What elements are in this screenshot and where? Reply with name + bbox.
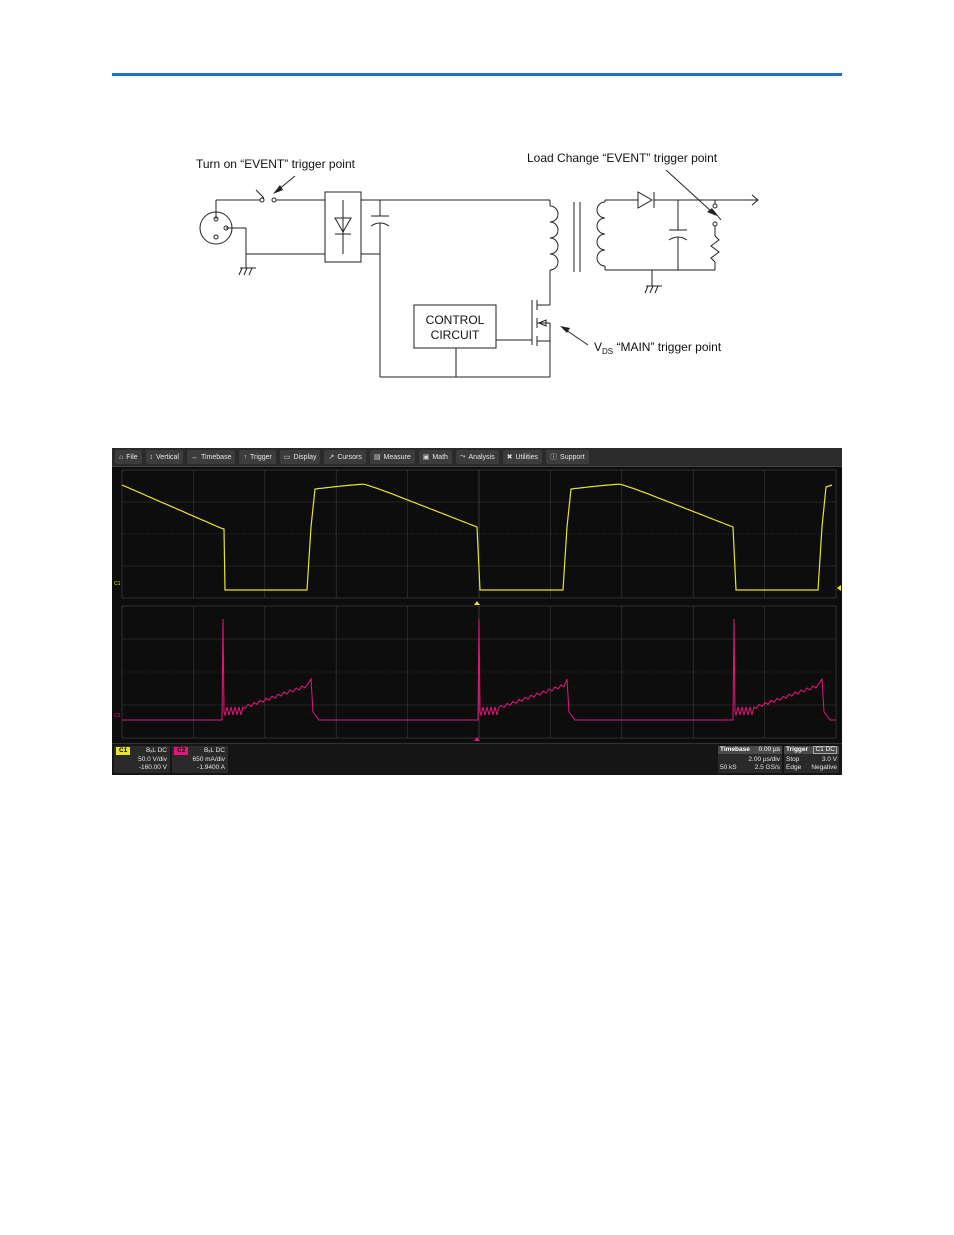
menu-measure[interactable]: ▤Measure: [369, 450, 415, 464]
trigger-icon: ↑: [243, 453, 247, 461]
utilities-icon: ✖: [506, 454, 513, 461]
menu-display[interactable]: ▭Display: [279, 450, 321, 464]
menu-vertical[interactable]: ↕Vertical: [145, 450, 183, 464]
trigger-header: Trigger C1 DC: [784, 746, 839, 754]
trigger-box[interactable]: Trigger C1 DC Stop 3.0 V Edge Negative: [784, 746, 839, 773]
timebase-samples: 50 kS: [720, 764, 737, 771]
menu-label: Analysis: [468, 453, 495, 461]
menu-label: Cursors: [337, 453, 362, 461]
menu-label: Measure: [383, 453, 411, 461]
measure-icon: ▤: [373, 454, 381, 461]
vds-rest: “MAIN” trigger point: [613, 340, 722, 354]
vds-v: V: [594, 340, 602, 354]
menu-label: Vertical: [156, 453, 179, 461]
timebase-scale: 2.00 µs/div: [748, 756, 780, 763]
label-load-change: Load Change “EVENT” trigger point: [527, 151, 718, 165]
channel-c1-coupling: BₓL DC: [145, 747, 167, 754]
timebase-header: Timebase 0.00 µs: [718, 746, 782, 754]
channel-c2-tag: C2: [174, 747, 189, 755]
menu-file[interactable]: ⌂File: [115, 450, 142, 464]
channel-c2-box[interactable]: C2 BₓL DC 650 mA/div -1.9400 A: [172, 746, 228, 773]
timebase-box[interactable]: Timebase 0.00 µs 2.00 µs/div 50 kS 2.5 G…: [718, 746, 782, 773]
menu-label: Support: [560, 453, 585, 461]
channel-c1-offset: -160.00 V: [138, 764, 167, 771]
menu-timebase[interactable]: ↔Timebase: [186, 450, 236, 464]
analysis-icon: ⤳: [459, 453, 466, 460]
trace-c2-current: [122, 618, 836, 721]
channel-c2-coupling: BₓL DC: [203, 747, 225, 754]
trigger-position-marker: [474, 601, 480, 605]
channel-c1-box[interactable]: C1 BₓL DC 50.0 V/div -160.00 V: [114, 746, 170, 773]
display-icon: ▭: [283, 454, 291, 461]
trigger-level: 3.0 V: [821, 756, 837, 763]
menu-math[interactable]: ▣Math: [418, 450, 452, 464]
math-icon: ▣: [422, 454, 430, 461]
control-label-line2: CIRCUIT: [431, 328, 480, 342]
trigger-slope: Negative: [811, 764, 837, 771]
timebase-delay: 0.00 µs: [758, 746, 780, 753]
trigger-type: Edge: [786, 764, 802, 771]
waveform-display: C1 C2: [112, 467, 842, 742]
menu-label: Trigger: [249, 453, 272, 461]
timebase-rate: 2.5 GS/s: [754, 764, 780, 771]
vds-subscript: DS: [602, 347, 613, 356]
menu-label: Math: [432, 453, 448, 461]
menu-analysis[interactable]: ⤳Analysis: [455, 450, 499, 464]
trace-c1-voltage: [121, 483, 833, 591]
oscilloscope-screen: ⌂File↕Vertical↔Timebase↑Trigger▭Display↗…: [112, 448, 842, 775]
trigger-mode: Stop: [786, 756, 800, 763]
file-icon: ⌂: [119, 453, 124, 461]
svg-text:VDS “MAIN” trigger point: VDS “MAIN” trigger point: [594, 340, 722, 356]
c2-position-marker: [474, 737, 480, 741]
menu-label: File: [126, 453, 138, 461]
menu-cursors[interactable]: ↗Cursors: [324, 450, 366, 464]
menu-utilities[interactable]: ✖Utilities: [502, 450, 543, 464]
menu-label: Display: [293, 453, 317, 461]
trigger-source: C1 DC: [813, 746, 837, 754]
scope-menubar: ⌂File↕Vertical↔Timebase↑Trigger▭Display↗…: [112, 448, 842, 467]
support-icon: ⓘ: [550, 454, 558, 461]
label-turn-on: Turn on “EVENT” trigger point: [196, 157, 356, 171]
channel-c1-scale: 50.0 V/div: [138, 756, 167, 763]
header-rule: [112, 73, 842, 76]
menu-label: Utilities: [515, 453, 539, 461]
menu-label: Timebase: [200, 453, 232, 461]
control-label-line1: CONTROL: [426, 313, 485, 327]
vertical-icon: ↕: [149, 453, 154, 461]
menu-trigger[interactable]: ↑Trigger: [239, 450, 276, 464]
channel-c2-offset: -1.9400 A: [197, 764, 225, 771]
timebase-icon: ↔: [190, 453, 198, 461]
channel-c1-tag: C1: [116, 747, 131, 755]
cursors-icon: ↗: [328, 454, 335, 461]
c1-level-marker: [837, 585, 841, 591]
circuit-schematic: Turn on “EVENT” trigger point Load Chang…: [180, 140, 780, 390]
channel-c2-scale: 650 mA/div: [192, 756, 225, 763]
scope-statusbar: C1 BₓL DC 50.0 V/div -160.00 V C2 BₓL DC…: [112, 743, 842, 775]
trace-c1-label: C1: [114, 581, 121, 587]
trace-c2-label: C2: [114, 713, 121, 719]
